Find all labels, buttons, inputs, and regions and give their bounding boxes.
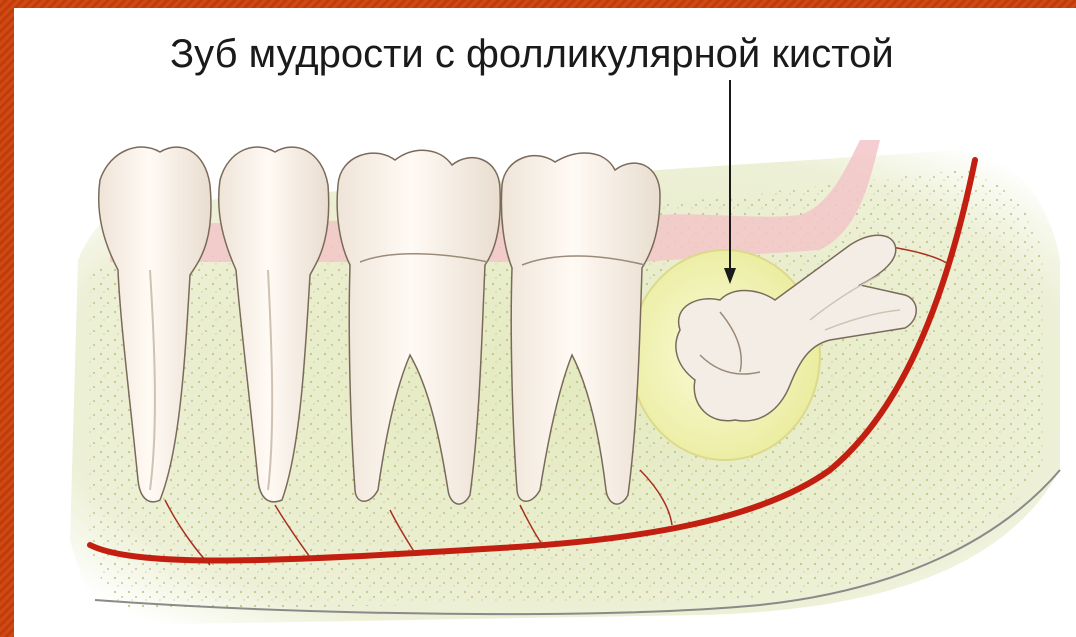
- figure-caption: Зуб мудрости с фолликулярной кистой: [170, 28, 1050, 80]
